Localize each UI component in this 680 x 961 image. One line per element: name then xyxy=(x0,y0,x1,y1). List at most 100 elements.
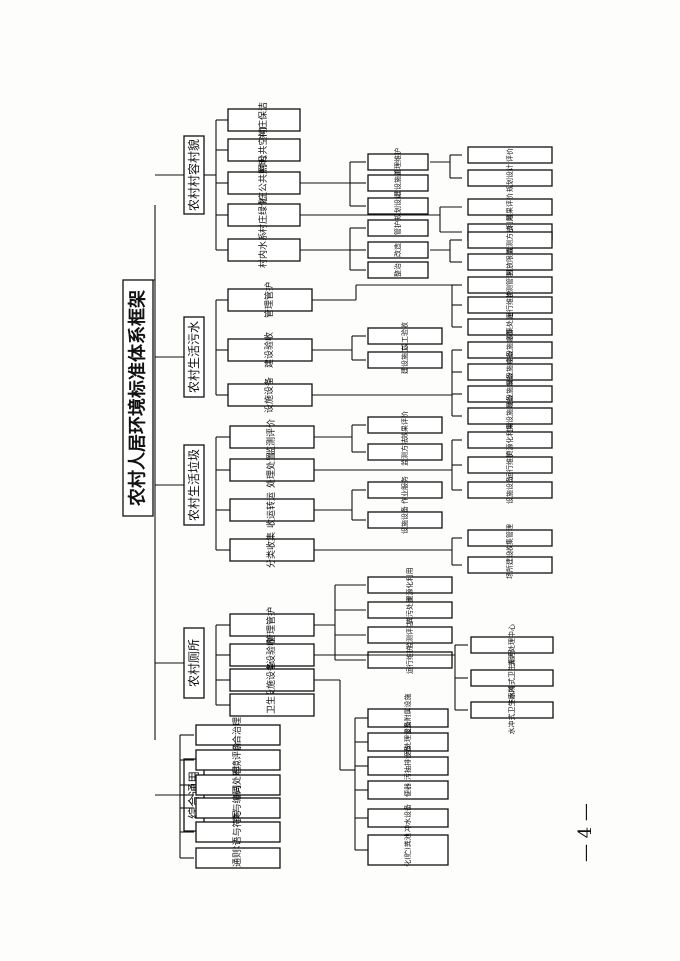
toilet-build-sub-label: 非水冲式卫生厕所 xyxy=(507,650,516,706)
title-box xyxy=(122,279,154,517)
garbage-transport-sub xyxy=(367,511,443,529)
toilet-mgmt-sub-label: 运行维护 xyxy=(405,646,414,674)
toilet-mgmt-sub-label: 资源化利用 xyxy=(405,568,414,603)
toilet-build-sub-label: 水冲式卫生厕所 xyxy=(507,686,516,735)
category-toilet-label: 农村厕所 xyxy=(187,639,201,687)
village-water-right-label: 监测方法 xyxy=(505,226,514,254)
village-lighting-right-label: 评价 xyxy=(506,148,514,162)
village-water-sub-label: 改造 xyxy=(393,243,402,257)
village-item xyxy=(227,138,301,162)
village-lighting-sub-label: 管理维护 xyxy=(393,148,402,176)
village-item-label: 村庄公共照明 xyxy=(257,156,269,210)
toilet-mgmt-sub xyxy=(367,626,453,644)
village-lighting-sub xyxy=(367,197,429,215)
toilet-equipment-sub xyxy=(367,834,449,866)
general-item xyxy=(195,724,281,746)
page-number: — 4 — xyxy=(575,803,596,862)
general-item-label: 术语与符号 xyxy=(231,809,243,854)
toilet-equipment-sub-label: 便器 xyxy=(403,783,412,797)
toilet-mgmt-sub xyxy=(367,576,453,594)
toilet-equipment-sub-label: 化(贮)粪池 xyxy=(403,833,412,866)
garbage-process-sub-label: 运行维护 xyxy=(505,451,514,479)
toilet-equipment-sub-label: 粪污处理设备 xyxy=(403,721,412,763)
general-item-label: 环境评价 xyxy=(231,742,243,778)
village-green-sub-label: 效果评价 xyxy=(505,193,514,221)
general-item-label: 综合治理 xyxy=(231,717,243,753)
village-water-sub-label: 管护 xyxy=(393,221,402,235)
toilet-equipment-sub xyxy=(367,756,449,776)
toilet-mgmt-sub xyxy=(367,651,453,669)
garbage-monitor-sub-label: 监测方法 xyxy=(400,438,409,466)
toilet-build-sub xyxy=(470,669,554,687)
garbage-monitor-sub xyxy=(367,416,443,434)
garbage-process-sub-label: 资源化利用 xyxy=(505,423,514,458)
toilet-equipment-sub xyxy=(367,780,449,800)
sewage-mgmt-sub-label: 运行维护 xyxy=(505,291,514,319)
village-lighting-sub xyxy=(367,153,429,171)
garbage-item-label: 分类收集 xyxy=(265,532,277,568)
village-water-right xyxy=(467,231,553,249)
general-item xyxy=(195,749,281,771)
village-lighting-right-label: 规划设计 xyxy=(505,164,514,192)
category-garbage-label: 农村生活垃圾 xyxy=(186,449,201,521)
village-lighting-right xyxy=(467,169,553,187)
village-item-label: 村内水系 xyxy=(257,232,269,268)
toilet-build-sub xyxy=(470,636,554,654)
toilet-equipment-sub xyxy=(367,808,449,828)
village-lighting-right xyxy=(467,146,553,164)
garbage-item-label: 收运转运 xyxy=(265,492,277,528)
garbage-process-sub xyxy=(467,456,553,474)
category-toilet xyxy=(183,627,205,699)
toilet-equipment-sub-label: 粪污抽排设备 xyxy=(403,745,412,787)
garbage-item-label: 处理处置 xyxy=(265,452,277,488)
category-sewage xyxy=(183,316,205,398)
garbage-monitor-sub-label: 效果评价 xyxy=(400,411,409,439)
garbage-process-sub xyxy=(467,431,553,449)
toilet-equipment-sub-label: 厕屋及附属设施 xyxy=(403,694,412,743)
sewage-mgmt-sub-label: 收集处理 xyxy=(505,313,514,341)
garbage-collect-sub-label: 场所建设 xyxy=(505,551,514,579)
village-item-label: 村公共空间 xyxy=(257,127,269,172)
garbage-collect-sub xyxy=(467,529,553,547)
toilet-mgmt-sub xyxy=(367,601,453,619)
sewage-build-sub-label: 竣工验收 xyxy=(400,322,409,350)
sewage-build-sub-label: 建设施工 xyxy=(400,346,409,374)
garbage-collect-sub xyxy=(467,556,553,574)
village-water-right xyxy=(467,253,553,271)
village-lighting-sub-label: 规划设计 xyxy=(393,192,402,220)
title-box-label: 农村人居环境标准体系框架 xyxy=(127,290,149,507)
village-water-sub xyxy=(367,219,429,237)
garbage-transport-sub-label: 设施设备 xyxy=(400,506,409,534)
sewage-mgmt-sub xyxy=(467,318,553,336)
toilet-mgmt-sub-label: 粪污处理 xyxy=(405,596,414,624)
toilet-sanitary-label: 卫生 xyxy=(265,696,277,714)
village-water-sub-label: 整治 xyxy=(393,263,402,277)
general-item-label: 通则 xyxy=(231,849,243,867)
village-item xyxy=(227,108,301,132)
general-item xyxy=(195,821,281,843)
toilet-item-label: 设施设备 xyxy=(265,662,277,698)
sewage-equipment-sub-label: 收集设施设备 xyxy=(505,395,514,437)
sewage-equipment-sub-label: 集中设施设备 xyxy=(505,329,514,371)
general-item-label: 协同处理 xyxy=(231,767,243,803)
sewage-mgmt-sub-label: 监测管理 xyxy=(505,271,514,299)
toilet-equipment-sub xyxy=(367,708,449,728)
toilet-item-label: 建设验收 xyxy=(265,637,277,673)
garbage-item-label: 监测评价 xyxy=(265,419,277,455)
toilet-build-sub xyxy=(470,701,554,719)
garbage-monitor-sub xyxy=(367,443,443,461)
village-water-right-label: 排放限值 xyxy=(505,248,514,276)
garbage-collect-sub-label: 收集管理 xyxy=(505,524,514,552)
category-village-label: 农村村容村貌 xyxy=(186,139,201,211)
sewage-equipment-sub xyxy=(467,407,553,425)
village-item-label: 村庄绿化 xyxy=(257,197,269,233)
village-water-sub xyxy=(367,261,429,279)
sewage-build-sub xyxy=(367,327,443,345)
general-item xyxy=(195,847,281,869)
toilet-build-sub-label: 粪污处理中心 xyxy=(507,624,516,666)
sewage-item-label: 管理管护 xyxy=(263,282,275,318)
general-item-label: 分类与编码 xyxy=(231,785,243,830)
village-water-sub xyxy=(367,241,429,259)
village-item-label: 村庄保洁 xyxy=(257,102,269,138)
